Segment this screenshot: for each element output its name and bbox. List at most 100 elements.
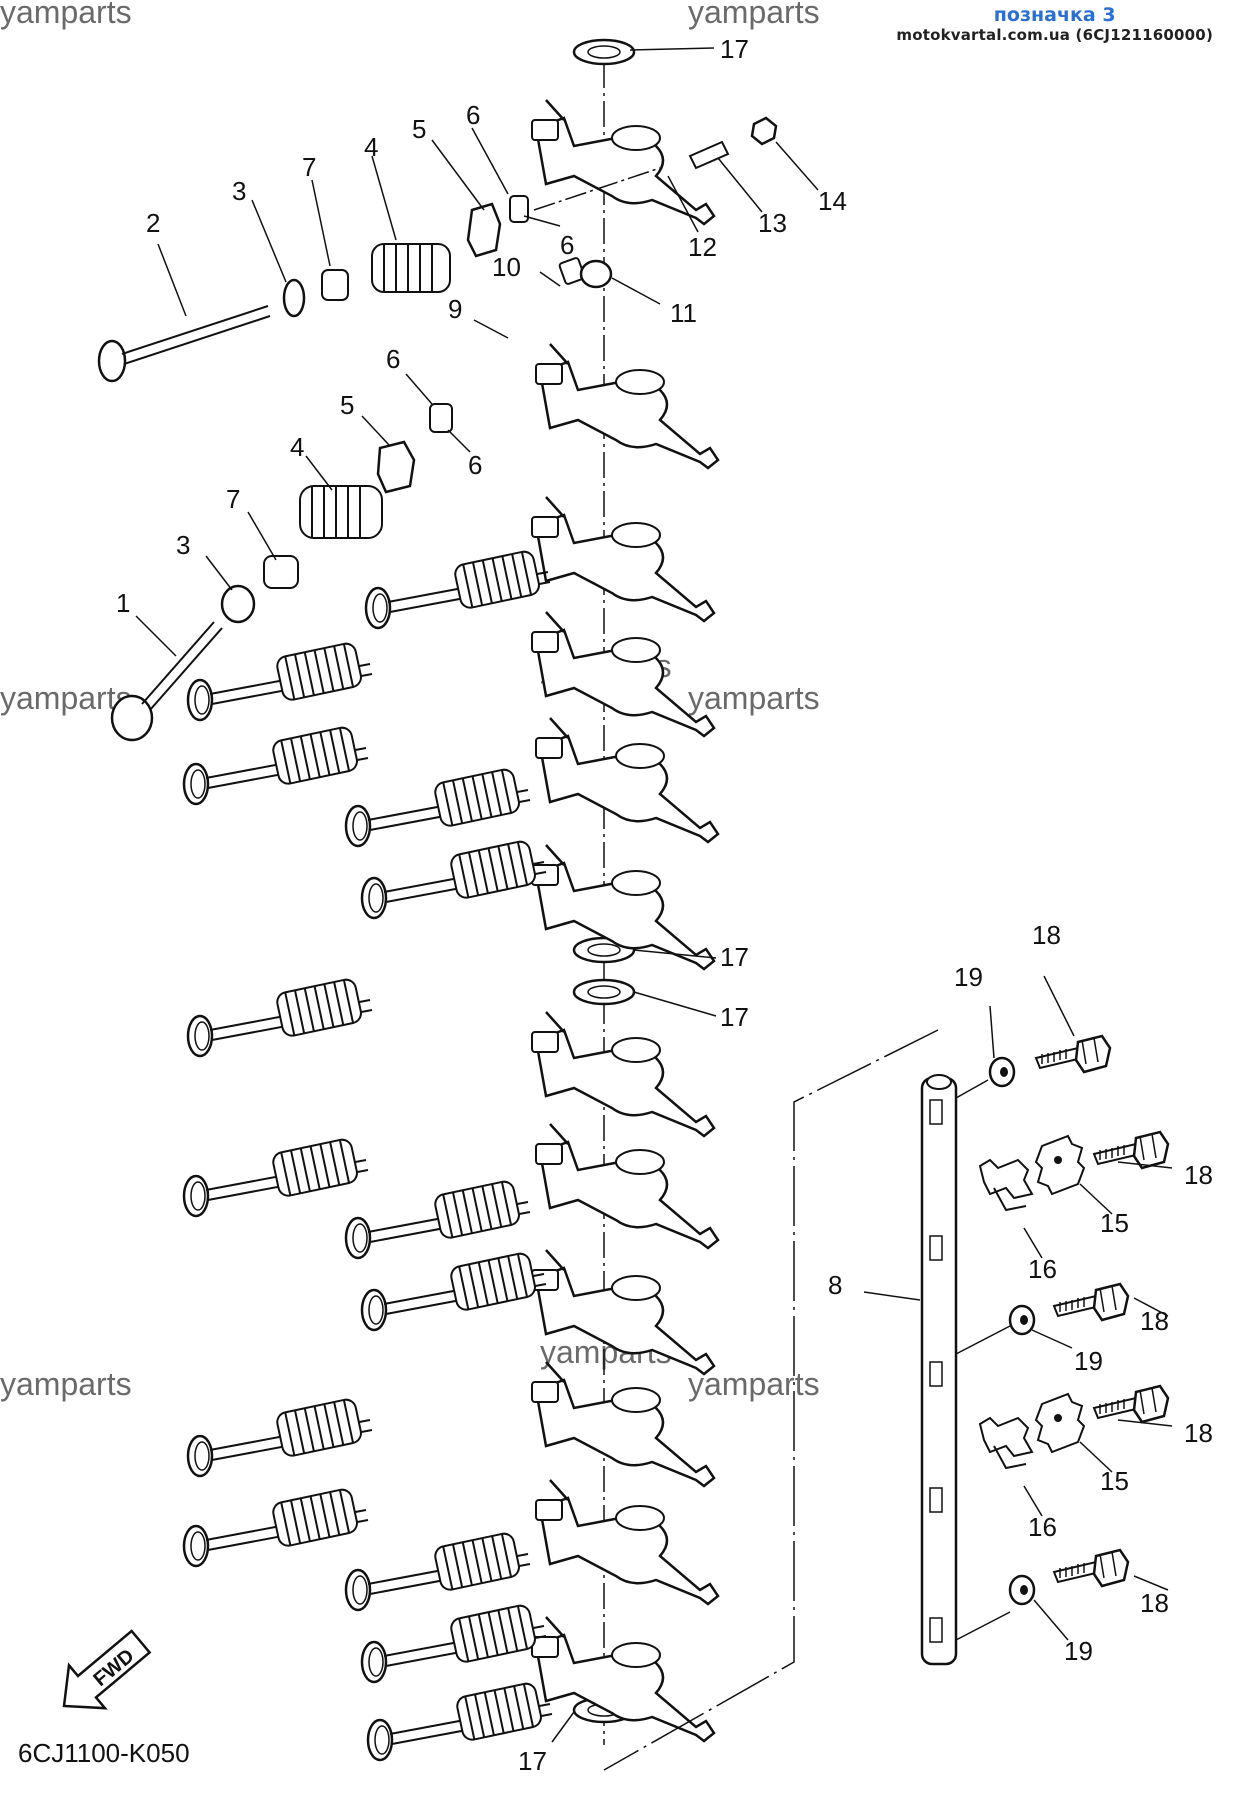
callout-17: 17	[720, 34, 749, 64]
valve-assembly	[188, 978, 372, 1056]
callout-6: 6	[560, 230, 574, 260]
spring-4	[371, 243, 451, 293]
rocker-arm-9	[534, 342, 720, 470]
rocker-arm	[530, 495, 716, 623]
washer-19	[1008, 1304, 1036, 1336]
header-label[interactable]: позначка 3	[993, 4, 1116, 26]
retainer-5	[376, 440, 416, 494]
screw-13	[688, 140, 730, 170]
plate-15	[1035, 1135, 1085, 1195]
valve-1	[110, 621, 223, 742]
callout-16: 16	[1028, 1254, 1057, 1284]
callout-17: 17	[518, 1746, 547, 1776]
rocker-arm	[534, 716, 720, 844]
callout-2: 2	[146, 208, 160, 238]
callout-19: 19	[1064, 1636, 1093, 1666]
callout-17: 17	[720, 942, 749, 972]
watermark: yamparts	[0, 0, 132, 30]
callout-12: 12	[688, 232, 717, 262]
clip-16	[979, 1159, 1033, 1211]
valve-assembly	[346, 1532, 530, 1610]
washer-17	[572, 978, 636, 1006]
watermark: yamparts	[0, 1366, 132, 1402]
rocker-arm	[534, 1122, 720, 1250]
valve-assembly	[346, 768, 530, 846]
seal-3	[282, 278, 306, 318]
bolt-18	[1092, 1384, 1170, 1424]
callout-19: 19	[1074, 1346, 1103, 1376]
callout-13: 13	[758, 208, 787, 238]
cotter-6	[509, 195, 529, 223]
callout-16: 16	[1028, 1512, 1057, 1542]
valve-assembly	[346, 1180, 530, 1258]
callout-17: 17	[720, 1002, 749, 1032]
callout-10: 10	[492, 252, 521, 282]
callout-3: 3	[232, 176, 246, 206]
valve-2	[97, 305, 271, 383]
callout-19: 19	[954, 962, 983, 992]
rocker-arm	[530, 1360, 716, 1488]
callout-6: 6	[466, 100, 480, 130]
diagram-code: 6CJ1100-K050	[18, 1738, 190, 1768]
callout-18: 18	[1140, 1588, 1169, 1618]
washer-17	[572, 38, 636, 66]
rocker-arm	[530, 610, 716, 738]
seat-7	[321, 269, 349, 301]
callout-1: 1	[116, 588, 130, 618]
callout-18: 18	[1184, 1418, 1213, 1448]
watermark: yamparts	[688, 0, 820, 30]
nut-14	[750, 116, 778, 146]
rocker-arm	[530, 1010, 716, 1138]
valve-assembly	[184, 1488, 368, 1566]
callout-4: 4	[290, 432, 304, 462]
watermark: yamparts	[688, 1366, 820, 1402]
bolt-18	[1092, 1130, 1170, 1170]
plate-15	[1035, 1393, 1085, 1453]
callout-15: 15	[1100, 1208, 1129, 1238]
callout-11: 11	[670, 298, 697, 328]
valve-assembly	[188, 642, 372, 720]
callout-7: 7	[226, 484, 240, 514]
callout-6: 6	[468, 450, 482, 480]
callout-14: 14	[818, 186, 847, 216]
washer-19	[988, 1056, 1016, 1088]
adjusting-screw-10	[558, 257, 586, 285]
spring-4	[299, 485, 383, 539]
callout-4: 4	[364, 132, 378, 162]
valve-assembly	[362, 1252, 546, 1330]
watermark: yamparts	[0, 680, 132, 716]
callout-9: 9	[448, 294, 462, 324]
callout-15: 15	[1100, 1466, 1129, 1496]
valve-assembly	[366, 550, 550, 628]
valve-assembly	[362, 840, 546, 918]
rocker-arm	[534, 1478, 720, 1606]
valve-assembly	[184, 1138, 368, 1216]
bolt-18	[1052, 1282, 1130, 1322]
rocker-shaft-8	[920, 1074, 958, 1666]
callout-3: 3	[176, 530, 190, 560]
fwd-arrow-icon: FWD	[62, 1629, 152, 1710]
callout-18: 18	[1140, 1306, 1169, 1336]
header: позначка 3 motokvartal.com.ua (6CJ121160…	[896, 4, 1213, 44]
washer-19	[1008, 1574, 1036, 1606]
rocker-arm	[530, 98, 716, 226]
valve-assembly	[188, 1398, 372, 1476]
bolt-18	[1052, 1548, 1130, 1588]
valve-assembly	[184, 726, 368, 804]
callout-18: 18	[1184, 1160, 1213, 1190]
seat-7	[263, 555, 299, 589]
callout-5: 5	[340, 390, 354, 420]
callout-6: 6	[386, 344, 400, 374]
nut-11	[579, 259, 613, 289]
callout-18: 18	[1032, 920, 1061, 950]
header-source: motokvartal.com.ua (6CJ121160000)	[896, 26, 1213, 44]
clip-16	[979, 1417, 1033, 1469]
seal-3	[220, 584, 256, 624]
valve-assembly	[362, 1604, 546, 1682]
rocker-arm	[530, 1248, 716, 1376]
bolt-18	[1034, 1034, 1112, 1074]
callout-8: 8	[828, 1270, 842, 1300]
callout-7: 7	[302, 152, 316, 182]
